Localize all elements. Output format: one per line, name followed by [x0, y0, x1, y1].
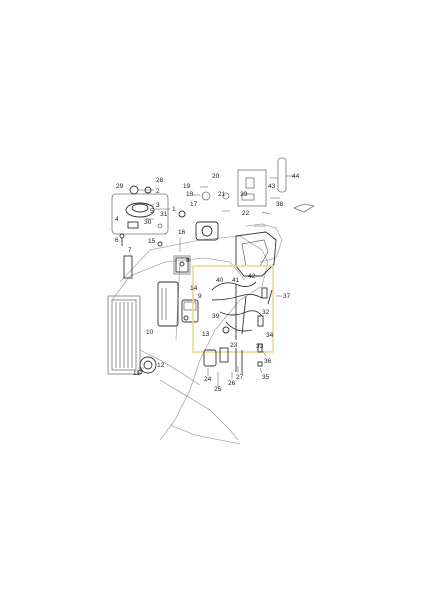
callout-32: 32 [262, 309, 270, 316]
callout-34: 34 [266, 332, 274, 339]
callout-22: 22 [242, 210, 250, 217]
callout-27: 27 [236, 374, 244, 381]
callout-24: 24 [204, 376, 212, 383]
callout-26: 26 [228, 380, 236, 387]
callout-31: 31 [160, 211, 168, 218]
bracket-37 [267, 289, 273, 305]
callout-23: 23 [230, 342, 238, 349]
frame-outline [111, 223, 283, 445]
callout-36: 36 [264, 358, 272, 365]
callout-6: 6 [115, 237, 119, 244]
callout-28: 28 [156, 177, 164, 184]
callout-30: 30 [144, 219, 152, 226]
callout-9: 9 [198, 293, 202, 300]
callout-11: 11 [133, 370, 140, 377]
callout-29: 29 [116, 183, 124, 190]
ecu-unit [181, 299, 199, 323]
callout-40: 40 [216, 277, 224, 284]
fitting-38 [261, 203, 316, 215]
callout-39b: 39 [212, 313, 220, 320]
radiator [107, 295, 141, 375]
callouts: 29 28 2 3 1 4 5 30 19 20 18 21 17 31 16 … [115, 173, 300, 393]
battery-box [157, 281, 179, 327]
throttle-body [195, 191, 230, 241]
fuse-box [173, 255, 191, 275]
tank-cover [235, 231, 277, 277]
callout-39: 39 [240, 191, 248, 198]
horn [139, 356, 157, 374]
callout-4: 4 [115, 216, 119, 223]
callout-37: 37 [283, 293, 291, 300]
callout-25: 25 [214, 386, 222, 393]
callout-20: 20 [212, 173, 220, 180]
callout-14: 14 [190, 285, 198, 292]
callout-3: 3 [156, 202, 160, 209]
callout-33: 33 [256, 343, 264, 350]
callout-42: 42 [248, 273, 256, 280]
callout-7: 7 [128, 247, 132, 254]
callout-35: 35 [262, 374, 270, 381]
callout-2: 2 [156, 188, 160, 195]
callout-8: 8 [186, 257, 190, 264]
highlight-box [192, 265, 274, 353]
wiring-harness [211, 281, 268, 340]
lower-components [203, 343, 263, 374]
callout-38: 38 [276, 201, 284, 208]
callout-16: 16 [178, 229, 186, 236]
callout-1: 1 [172, 206, 176, 213]
callout-21: 21 [218, 191, 226, 198]
callout-18: 18 [186, 191, 194, 198]
callout-10: 10 [146, 329, 154, 336]
callout-41: 41 [232, 277, 240, 284]
owner-manual [237, 157, 287, 207]
fasteners [119, 210, 189, 375]
callout-13: 13 [202, 331, 210, 338]
callout-43: 43 [268, 183, 276, 190]
leader-lines [138, 175, 294, 387]
callout-5: 5 [150, 208, 154, 215]
callout-17: 17 [190, 201, 198, 208]
callout-19: 19 [183, 183, 191, 190]
callout-15: 15 [148, 238, 156, 245]
callout-12: 12 [157, 362, 165, 369]
callout-44: 44 [292, 173, 300, 180]
